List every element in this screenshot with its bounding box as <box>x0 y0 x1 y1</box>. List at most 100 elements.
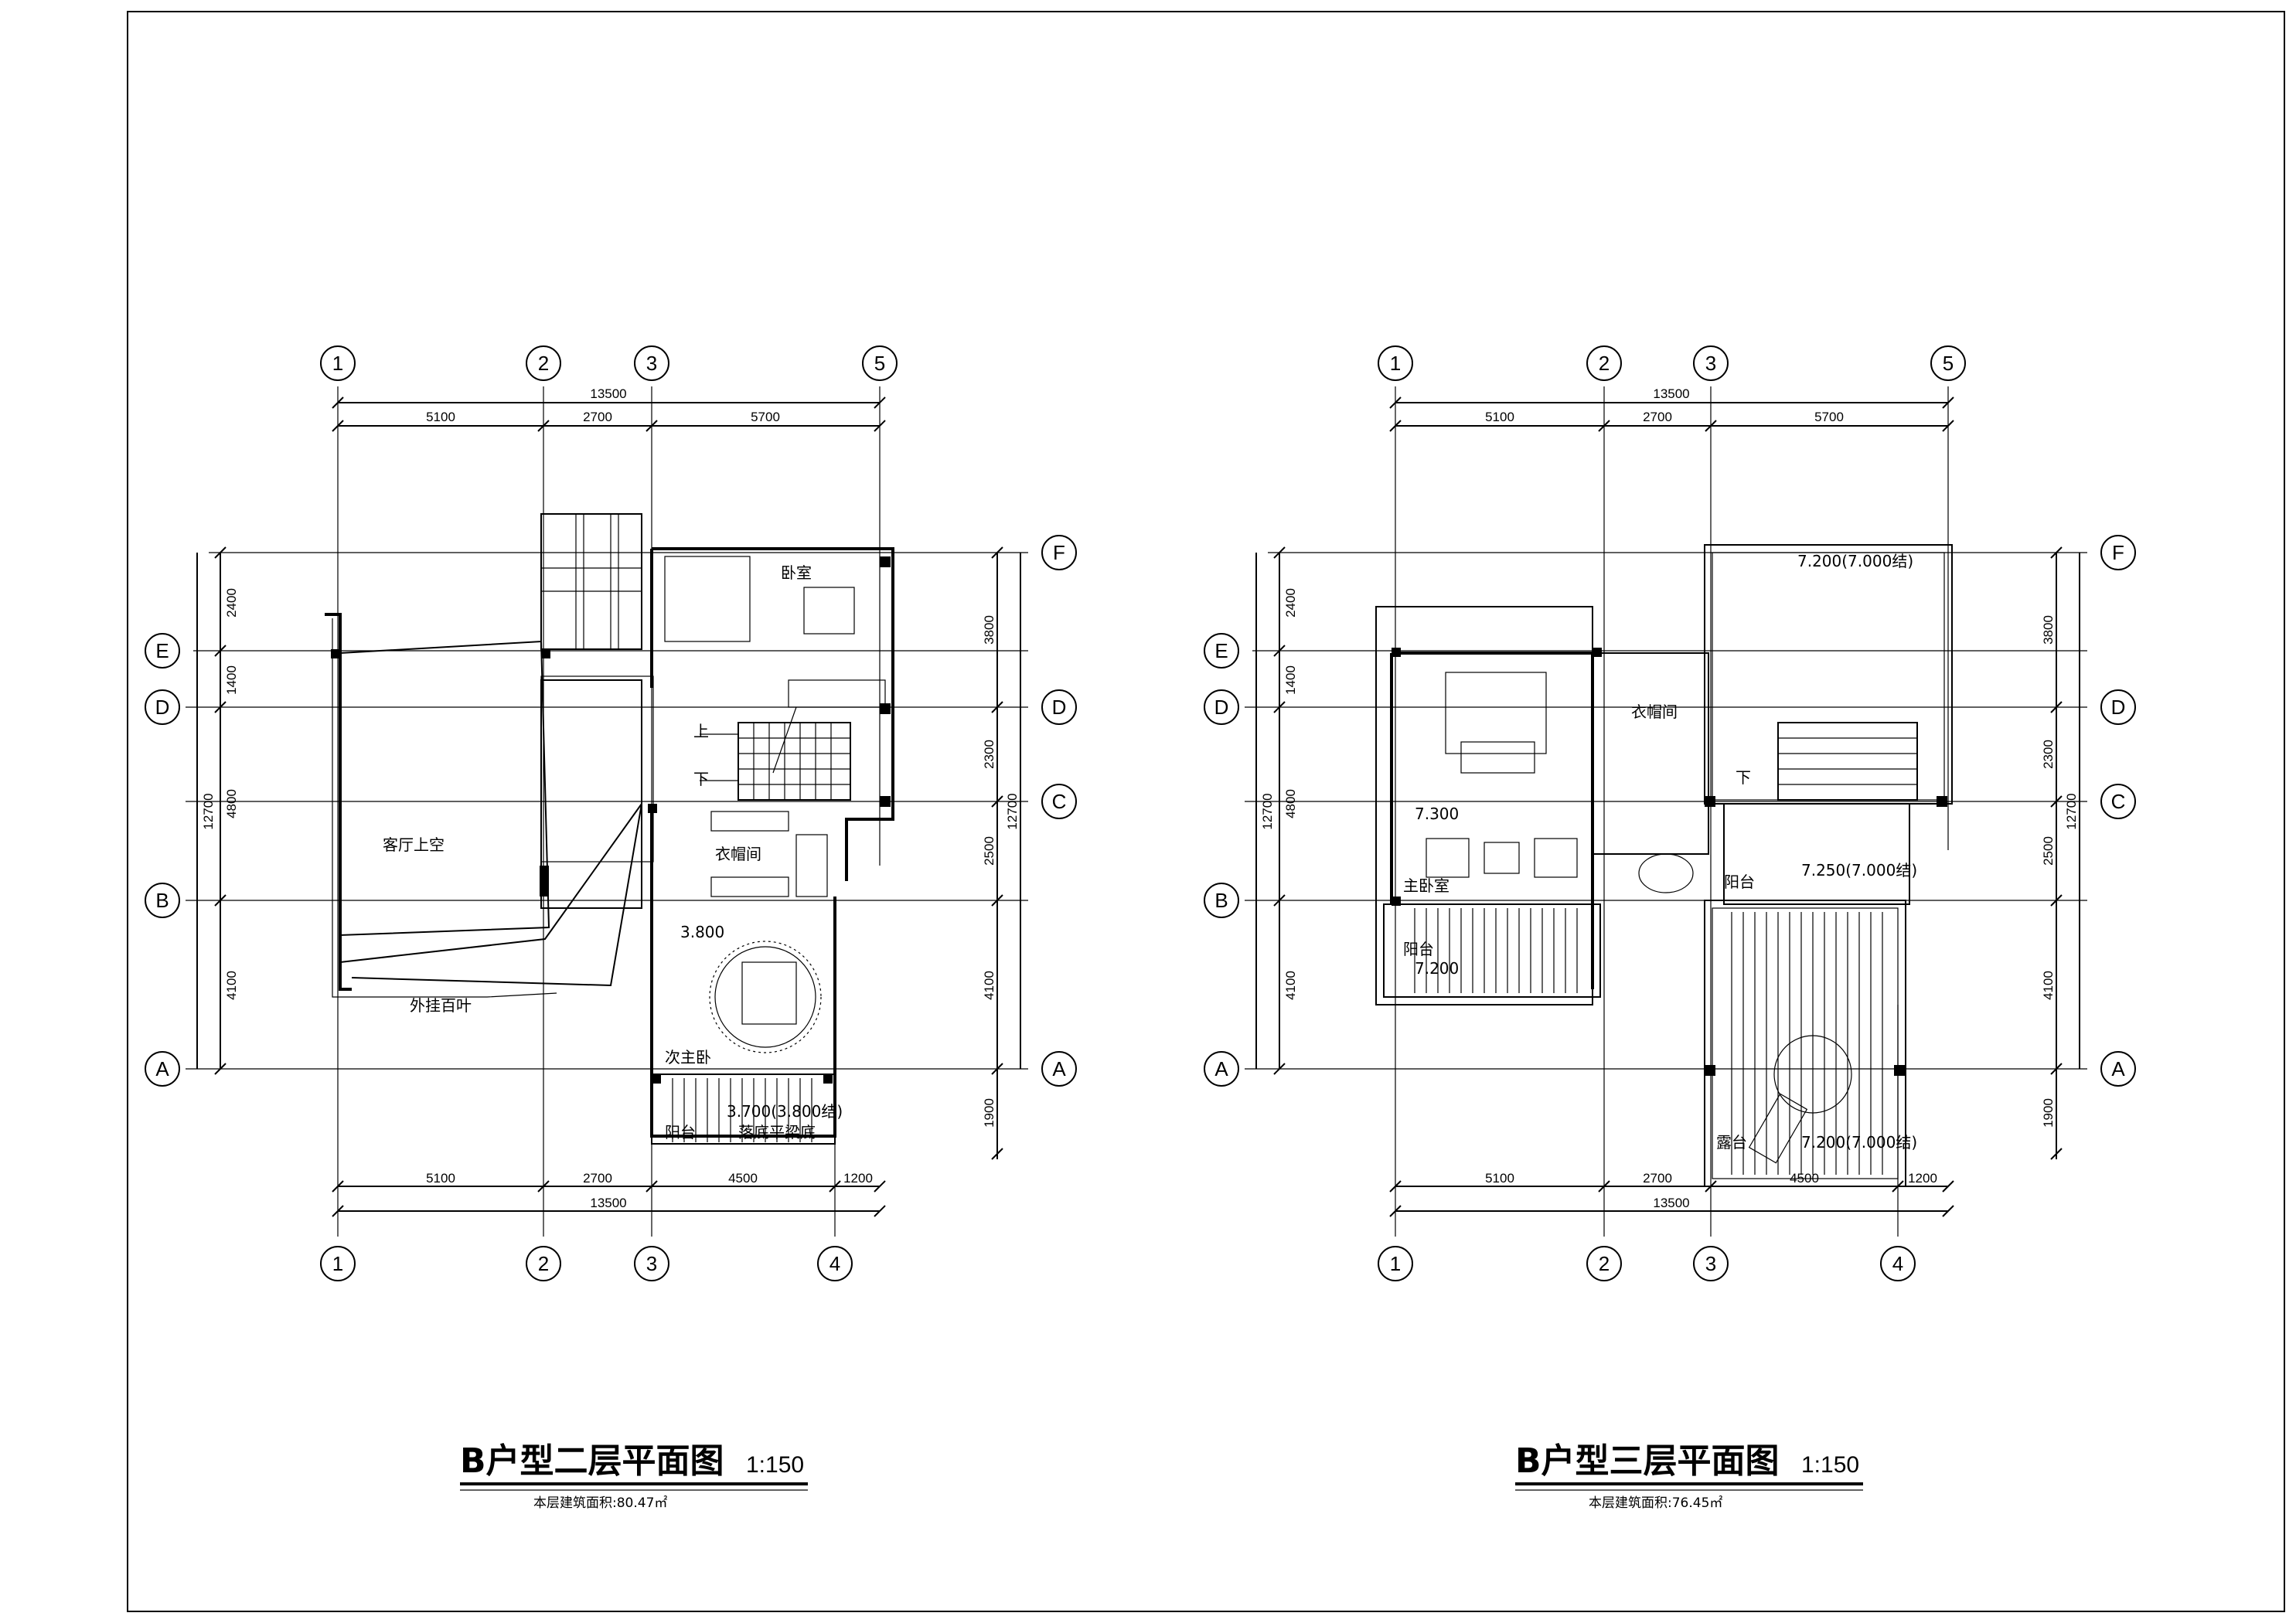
floor2-dim-bottom-1: 5100 <box>426 1171 455 1186</box>
floor3-scale: 1:150 <box>1801 1452 1859 1478</box>
floor2-axis-bubbles <box>145 345 1077 1281</box>
floor3-title: B户型三层平面图 <box>1515 1441 1780 1481</box>
floor2-dim-left-1: 2400 <box>224 588 239 618</box>
floor3-dim-top-2: 2700 <box>1643 410 1672 424</box>
floor2-room-closet: 衣帽间 <box>715 845 761 863</box>
floor3-dim-left-2: 1400 <box>1283 665 1298 695</box>
floor3-axis-right-A: A <box>2111 1057 2125 1080</box>
floor2-axis-left-D: D <box>155 696 170 719</box>
floor3-roof-elev: 7.200(7.000结) <box>1797 552 1913 570</box>
floor3-room-terrace: 露台 <box>1716 1133 1747 1152</box>
floor2-axis-right-D: D <box>1052 696 1067 719</box>
floor2-dim-left-3: 4800 <box>224 789 239 818</box>
floor3-dim-left-total: 12700 <box>1260 793 1275 829</box>
floor3-axis-bubbles <box>1204 345 2136 1281</box>
floor3-elev2: 7.200 <box>1415 959 1459 978</box>
floor3-elev1: 7.300 <box>1415 805 1459 823</box>
floor2-dim-top-2: 2700 <box>583 410 612 424</box>
floor2-dim-right-total: 12700 <box>1005 793 1020 829</box>
floor2-dim-bottom-4: 1200 <box>843 1171 873 1186</box>
floor2-title: B户型二层平面图 <box>460 1441 724 1481</box>
floor2-dim-right-1: 3800 <box>982 615 996 645</box>
floor2-elev2: 3.700(3.800结) <box>727 1102 843 1121</box>
floor2-dim-right-3: 2500 <box>982 836 996 866</box>
floor3-axis-bottom-4: 4 <box>1892 1252 1903 1275</box>
floor3-axis-bottom-2: 2 <box>1599 1252 1610 1275</box>
floor2-dim-right-2: 2300 <box>982 740 996 769</box>
floor2-area-note: 本层建筑面积:80.47㎡ <box>533 1495 667 1511</box>
floor2-dim-right-4: 4100 <box>982 971 996 1000</box>
floor3-dim-left-1: 2400 <box>1283 588 1298 618</box>
floor2-axis-top-2: 2 <box>538 352 549 375</box>
floor3-dim-right-3: 2500 <box>2041 836 2056 866</box>
floor2-dim-right-5: 1900 <box>982 1098 996 1128</box>
floor2-walls <box>325 513 894 1145</box>
floor3-area-note: 本层建筑面积:76.45㎡ <box>1589 1495 1722 1511</box>
floor3-elev-balcony: 7.250(7.000结) <box>1801 861 1917 880</box>
floor2-axis-bottom-2: 2 <box>538 1252 549 1275</box>
floor2-dim-top-3: 5700 <box>751 410 780 424</box>
floor3-axis-right-F: F <box>2112 541 2124 564</box>
floor3-room-master: 主卧室 <box>1403 876 1449 895</box>
floor3-grid <box>1245 386 2087 1237</box>
floor3-dim-bottom-1: 5100 <box>1485 1171 1514 1186</box>
floor3-dim-right-total: 12700 <box>2064 793 2079 829</box>
floor2-dim-left-total: 12700 <box>201 793 216 829</box>
floor2-axis-bottom-4: 4 <box>829 1252 840 1275</box>
floor2-axis-right-C: C <box>1052 790 1067 813</box>
floor2-axis-top-3: 3 <box>646 352 657 375</box>
floor2-dim-top-total: 13500 <box>590 386 626 401</box>
floor3-stair-down: 下 <box>1736 768 1751 787</box>
floor3-dim-bottom-2: 2700 <box>1643 1171 1672 1186</box>
floor3-dim-top-total: 13500 <box>1653 386 1689 401</box>
floor3-axis-right-C: C <box>2111 790 2126 813</box>
floor2-scale: 1:150 <box>746 1452 804 1478</box>
floor3-dim-left-3: 4800 <box>1283 789 1298 818</box>
floor2-plan: 1 2 3 5 1 2 3 4 E D B A F D C A 13500 51… <box>145 345 1077 1511</box>
floor3-axis-top-3: 3 <box>1705 352 1716 375</box>
floor3-dim-right-4: 4100 <box>2041 971 2056 1000</box>
floor3-axis-left-D: D <box>1214 696 1229 719</box>
floor2-louver: 外挂百叶 <box>410 996 472 1015</box>
floor2-dim-top-1: 5100 <box>426 410 455 424</box>
floor3-axis-top-1: 1 <box>1390 352 1401 375</box>
floor3-dim-right-1: 3800 <box>2041 615 2056 645</box>
floor2-dim-bottom-3: 4500 <box>728 1171 758 1186</box>
floor2-axis-right-A: A <box>1052 1057 1066 1080</box>
floor3-dim-left-4: 4100 <box>1283 971 1298 1000</box>
floor3-elev3: 7.200(7.000结) <box>1801 1133 1917 1152</box>
floor2-room-balcony: 阳台 <box>665 1123 696 1142</box>
floor3-axis-bottom-1: 1 <box>1390 1252 1401 1275</box>
floor2-axis-left-B: B <box>155 889 169 912</box>
floor2-dim-left-2: 1400 <box>224 665 239 695</box>
floor2-stair-down: 下 <box>693 770 709 788</box>
floor3-axis-right-D: D <box>2111 696 2126 719</box>
floor2-room-bedroom: 卧室 <box>781 563 812 582</box>
floor3-room-balcony: 阳台 <box>1724 873 1755 891</box>
floor3-dim-bottom-4: 1200 <box>1908 1171 1937 1186</box>
floor2-axis-top-5: 5 <box>874 352 885 375</box>
floor3-axis-left-A: A <box>1214 1057 1228 1080</box>
floor3-axis-left-B: B <box>1214 889 1228 912</box>
floor3-axis-bottom-3: 3 <box>1705 1252 1716 1275</box>
floor2-axis-bottom-3: 3 <box>646 1252 657 1275</box>
floor2-room-second-master: 次主卧 <box>665 1048 711 1067</box>
floor3-walls <box>1375 544 1953 1187</box>
floor3-dim-right-2: 2300 <box>2041 740 2056 769</box>
floor3-axis-top-2: 2 <box>1599 352 1610 375</box>
sheet-border <box>127 11 2285 1612</box>
floor2-dim-lines-top <box>196 402 1021 1212</box>
floor2-dim-left-4: 4100 <box>224 971 239 1000</box>
floor3-dim-right-5: 1900 <box>2041 1098 2056 1128</box>
floor2-floor-note: 落底平梁底 <box>738 1123 816 1142</box>
floor3-dim-bottom-total: 13500 <box>1653 1196 1689 1210</box>
floor3-room-balcony2: 阳台 <box>1403 940 1434 958</box>
floor2-axis-bottom-1: 1 <box>332 1252 343 1275</box>
floor2-ticks <box>214 396 1003 1217</box>
floor3-axis-top-5: 5 <box>1943 352 1954 375</box>
floor3-ticks <box>1273 396 2063 1217</box>
floor2-room-living-void: 客厅上空 <box>383 835 445 854</box>
floor3-room-closet: 衣帽间 <box>1631 703 1678 721</box>
floor2-axis-left-A: A <box>155 1057 169 1080</box>
